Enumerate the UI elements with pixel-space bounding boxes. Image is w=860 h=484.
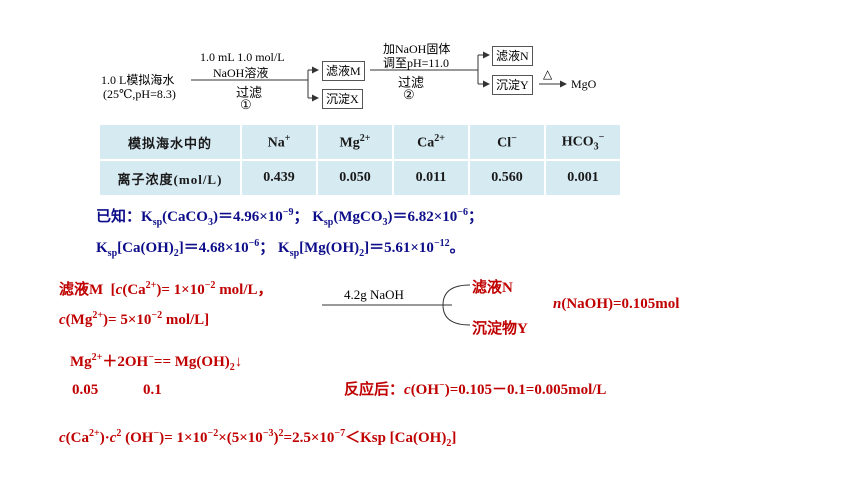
step2-number: ②: [403, 87, 415, 102]
ion-concentration-table: 模拟海水中的 Na+ Mg2+ Ca2+ Cl− HCO3− 离子浓度(mol/…: [100, 125, 622, 197]
filtrate-m-ca: 滤液M [c(Ca2+)= 1×10−2 mol/L，: [59, 280, 273, 298]
step1-operation: 过滤: [236, 85, 263, 100]
feed-condition: (25℃,pH=8.3): [103, 87, 176, 101]
box-filtrate-m: 滤液M: [322, 61, 365, 81]
step2-reagent: 加NaOH固体: [383, 42, 451, 56]
ion-ca: Ca2+: [393, 125, 470, 161]
ksp-line2: Ksp[Ca(OH)2]＝4.68×10−6； Ksp[Mg(OH)2]＝5.6…: [96, 238, 465, 259]
table-header-line2: 离子浓度(mol/L): [100, 160, 242, 197]
mol-mg: 0.05: [72, 382, 99, 398]
table-header-line1: 模拟海水中的: [100, 125, 242, 161]
value-cl: 0.560: [469, 160, 546, 197]
filtrate-m-mg: c(Mg2+)= 5×10−2 mol/L]: [59, 310, 210, 328]
ksp-line1: 已知：Ksp(CaCO3)＝4.96×10−9； Ksp(MgCO3)＝6.82…: [96, 207, 484, 228]
step1-reagent: 1.0 mL 1.0 mol/L: [200, 50, 285, 64]
value-hco3: 0.001: [545, 160, 622, 197]
value-mg: 0.050: [317, 160, 394, 197]
ion-mg: Mg2+: [317, 125, 394, 161]
heat-icon: △: [543, 67, 553, 81]
step2-condition: 调至pH=11.0: [383, 56, 449, 70]
branch-precip-y: 沉淀物Y: [472, 321, 528, 337]
ion-na: Na+: [241, 125, 318, 161]
step1-reagent-name: NaOH溶液: [213, 66, 269, 80]
step1-number: ①: [240, 97, 252, 112]
step2-operation: 过滤: [398, 75, 425, 90]
table-row: 模拟海水中的 Na+ Mg2+ Ca2+ Cl− HCO3−: [100, 125, 622, 161]
product-mgo: MgO: [571, 77, 597, 91]
branch-filtrate-n: 滤液N: [472, 280, 513, 296]
reaction-equation: Mg2+＋2OH−== Mg(OH)2↓: [70, 352, 243, 373]
box-filtrate-n: 滤液N: [492, 46, 533, 66]
value-na: 0.439: [241, 160, 318, 197]
ion-product-check: c(Ca2+)·c2 (OH−)= 1×10−2×(5×10−3)2=2.5×1…: [59, 428, 457, 449]
table-row: 离子浓度(mol/L) 0.439 0.050 0.011 0.560 0.00…: [100, 160, 622, 197]
value-ca: 0.011: [393, 160, 470, 197]
ion-hco3: HCO3−: [545, 125, 622, 161]
ion-cl: Cl−: [469, 125, 546, 161]
n-naoh: n(NaOH)=0.105mol: [553, 296, 680, 312]
box-precip-x: 沉淀X: [322, 89, 363, 109]
mol-oh: 0.1: [143, 382, 162, 398]
box-precip-y: 沉淀Y: [492, 75, 533, 95]
naoh-label: 4.2g NaOH: [344, 287, 404, 302]
after-reaction: 反应后：c(OH−)=0.105－0.1=0.005mol/L: [344, 380, 607, 398]
feed-label: 1.0 L模拟海水: [101, 73, 175, 87]
